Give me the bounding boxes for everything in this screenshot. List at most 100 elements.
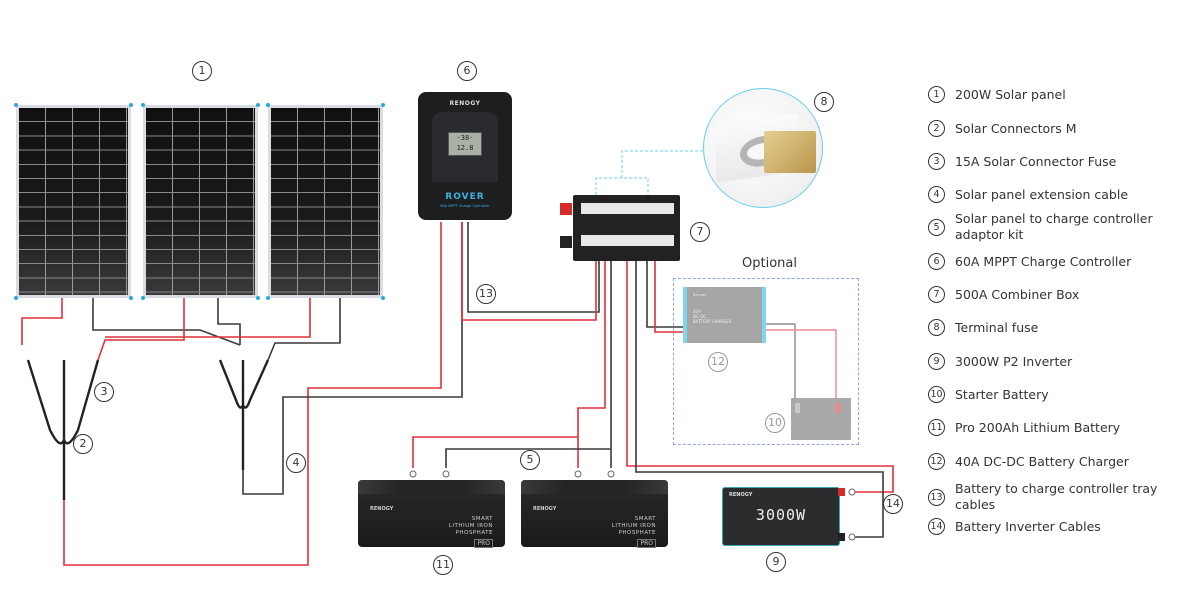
callout-6: 6	[457, 61, 477, 81]
panel-corner-dot	[381, 103, 385, 107]
callout-7: 7	[690, 222, 710, 242]
positive-busbar	[581, 203, 674, 214]
lcd-line-1: -38-	[456, 134, 474, 142]
wire-tray-negative	[467, 222, 600, 313]
charger-line-3: BATTERY CHARGER	[693, 319, 732, 324]
legend-label: Battery to charge controller tray cables	[955, 481, 1158, 512]
legend-number: 3	[928, 153, 945, 170]
wire-battery-negative	[445, 245, 612, 468]
wire-extension-negative	[242, 222, 463, 495]
charger-line-1: 40A	[693, 309, 701, 314]
battery-label-line-2: LITHIUM IRON	[448, 523, 493, 529]
legend-number: 4	[928, 186, 945, 203]
inverter-brand: RENOGY	[729, 492, 753, 498]
charge-controller: RENOGY -38- 12.8 ROVER 60A MPPT Charge C…	[418, 92, 512, 220]
callout-13: 13	[476, 284, 496, 304]
panel-corner-dot	[381, 296, 385, 300]
legend-number: 1	[928, 86, 945, 103]
starter-battery	[791, 398, 851, 440]
wire-panel2-negative	[217, 298, 241, 345]
legend-number: 2	[928, 120, 945, 137]
wire-inverter-positive	[626, 245, 894, 493]
charger-line-2: DC-DC	[693, 314, 707, 319]
legend-number: 5	[928, 218, 945, 236]
wire-extension-positive	[63, 222, 442, 566]
panel-corner-dot	[129, 103, 133, 107]
callout-8: 8	[814, 92, 834, 112]
callout-12: 12	[708, 352, 728, 372]
controller-subtitle: 60A MPPT Charge Controller	[440, 204, 490, 208]
legend-number: 8	[928, 319, 945, 336]
battery-terminals	[409, 470, 856, 541]
battery-label-line-1: SMART	[634, 516, 656, 522]
controller-model: ROVER	[445, 192, 485, 202]
battery-pro-badge: PRO	[637, 539, 656, 548]
legend-label: 500A Combiner Box	[955, 286, 1080, 302]
controller-lcd: -38- 12.8	[448, 132, 482, 156]
combiner-positive-cap	[560, 203, 572, 215]
legend-number: 6	[928, 253, 945, 270]
solar-panel-2	[141, 103, 260, 300]
legend-item: 9 3000W P2 Inverter	[928, 353, 1072, 370]
negative-busbar	[581, 235, 674, 246]
terminal-fuse-detail	[703, 88, 823, 208]
lcd-line-2: 12.8	[456, 144, 474, 152]
lithium-battery-1: RENOGY SMART LITHIUM IRON PHOSPHATE PRO	[358, 480, 505, 548]
starter-positive-terminal	[836, 403, 841, 413]
wire-panel1-positive	[21, 298, 63, 345]
legend-number: 13	[928, 488, 945, 506]
panel-corner-dot	[14, 103, 18, 107]
legend-label: 200W Solar panel	[955, 86, 1066, 102]
callout-14: 14	[883, 494, 903, 514]
legend-label: 3000W P2 Inverter	[955, 353, 1073, 369]
wire-panel3-positive	[105, 298, 311, 338]
panel-corner-dot	[129, 296, 133, 300]
callout-10: 10	[765, 413, 785, 433]
wire-starter-negative	[762, 323, 796, 400]
fuse-element	[764, 131, 816, 173]
legend-item: 5 Solar panel to charge controller adapto…	[928, 211, 1158, 243]
legend-label: 15A Solar Connector Fuse	[955, 153, 1117, 169]
legend-item: 3 15A Solar Connector Fuse	[928, 153, 1116, 170]
legend-label: Solar Connectors M	[955, 120, 1077, 136]
battery-label-line-1: SMART	[471, 516, 493, 522]
callout-2: 2	[73, 434, 93, 454]
callout-9: 9	[766, 552, 786, 572]
battery-label-line-3: PHOSPHATE	[618, 530, 656, 536]
inverter-positive-terminal	[838, 488, 845, 496]
legend-number: 10	[928, 386, 945, 403]
callout-5: 5	[520, 450, 540, 470]
charger-text: 40A DC-DC BATTERY CHARGER	[693, 309, 731, 324]
wire-charger-negative	[646, 245, 683, 328]
panel-corner-dot	[256, 296, 260, 300]
callout-11: 11	[433, 555, 453, 575]
solar-panel-3	[266, 103, 385, 300]
legend-number: 9	[928, 353, 945, 370]
legend-label: Solar panel to charge controller adaptor…	[955, 211, 1153, 242]
legend-number: 12	[928, 453, 945, 470]
battery-top	[358, 480, 505, 494]
panel-corner-dot	[256, 103, 260, 107]
battery-label-line-2: LITHIUM IRON	[611, 523, 656, 529]
wire-inverter-negative	[635, 245, 884, 538]
y-connector-positive	[26, 359, 100, 500]
combiner-negative-cap	[560, 236, 572, 248]
fuse-leader	[595, 150, 703, 200]
controller-brand: RENOGY	[449, 100, 481, 107]
charger-brand: Renogy	[693, 293, 707, 297]
battery-pro-badge: PRO	[474, 539, 493, 548]
y-connector-negative	[218, 359, 270, 470]
legend-label: Battery Inverter Cables	[955, 518, 1101, 534]
wire-starter-positive	[762, 329, 837, 400]
battery-brand: RENOGY	[370, 506, 394, 512]
starter-negative-terminal	[795, 403, 800, 413]
